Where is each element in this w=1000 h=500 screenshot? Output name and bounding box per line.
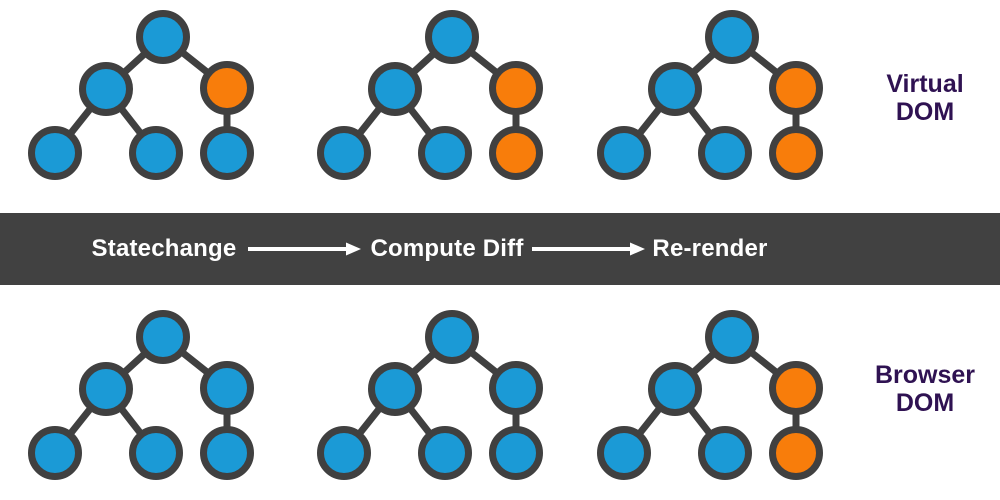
tree-svg (317, 10, 543, 180)
browser-tree-1 (18, 300, 308, 500)
process-bar: Statechange Compute Diff Re-render (0, 213, 1000, 285)
tree-node-blue (129, 126, 183, 180)
tree-node-blue (200, 361, 254, 415)
tree-node-blue (368, 362, 422, 416)
virtual-tree-3 (587, 0, 877, 200)
browser-dom-label-line1: Browser (874, 361, 976, 389)
virtual-dom-label-line1: Virtual (886, 70, 964, 98)
tree-node-orange (200, 61, 254, 115)
tree-node-blue (418, 426, 472, 480)
tree-svg (28, 310, 254, 480)
tree-node-blue (698, 126, 752, 180)
tree-node-blue (425, 310, 479, 364)
browser-dom-label: Browser DOM (875, 361, 975, 418)
tree-node-blue (79, 362, 133, 416)
tree-node-blue (200, 426, 254, 480)
step-statechange: Statechange (91, 235, 237, 262)
tree-node-blue (489, 426, 543, 480)
tree-node-blue (129, 426, 183, 480)
tree-node-blue (597, 426, 651, 480)
tree-node-blue (648, 362, 702, 416)
flow-arrow-icon (532, 242, 645, 256)
tree-node-blue (317, 126, 371, 180)
tree-node-blue (705, 310, 759, 364)
tree-svg (597, 10, 823, 180)
tree-node-blue (425, 10, 479, 64)
tree-svg (597, 310, 823, 480)
browser-dom-label-line2: DOM (895, 389, 955, 418)
tree-svg (317, 310, 543, 480)
virtual-dom-label-line2: DOM (895, 98, 955, 127)
tree-node-blue (200, 126, 254, 180)
virtual-dom-label: Virtual DOM (886, 70, 963, 127)
virtual-tree-2 (307, 0, 597, 200)
tree-node-blue (368, 62, 422, 116)
tree-node-blue (28, 126, 82, 180)
flow-arrow-icon (248, 242, 361, 256)
tree-node-blue (136, 310, 190, 364)
tree-node-blue (489, 361, 543, 415)
tree-node-blue (698, 426, 752, 480)
tree-node-blue (418, 126, 472, 180)
tree-node-blue (136, 10, 190, 64)
tree-node-orange (489, 61, 543, 115)
virtual-tree-1 (18, 0, 308, 200)
tree-node-blue (28, 426, 82, 480)
tree-node-orange (769, 361, 823, 415)
browser-tree-2 (307, 300, 597, 500)
tree-node-orange (769, 61, 823, 115)
tree-node-orange (769, 126, 823, 180)
tree-node-blue (648, 62, 702, 116)
tree-node-orange (769, 426, 823, 480)
browser-tree-3 (587, 300, 877, 500)
tree-node-orange (489, 126, 543, 180)
tree-node-blue (597, 126, 651, 180)
step-compute-diff: Compute Diff (370, 235, 524, 262)
tree-svg (28, 10, 254, 180)
step-re-render: Re-render (652, 235, 768, 262)
tree-node-blue (705, 10, 759, 64)
tree-node-blue (317, 426, 371, 480)
tree-node-blue (79, 62, 133, 116)
